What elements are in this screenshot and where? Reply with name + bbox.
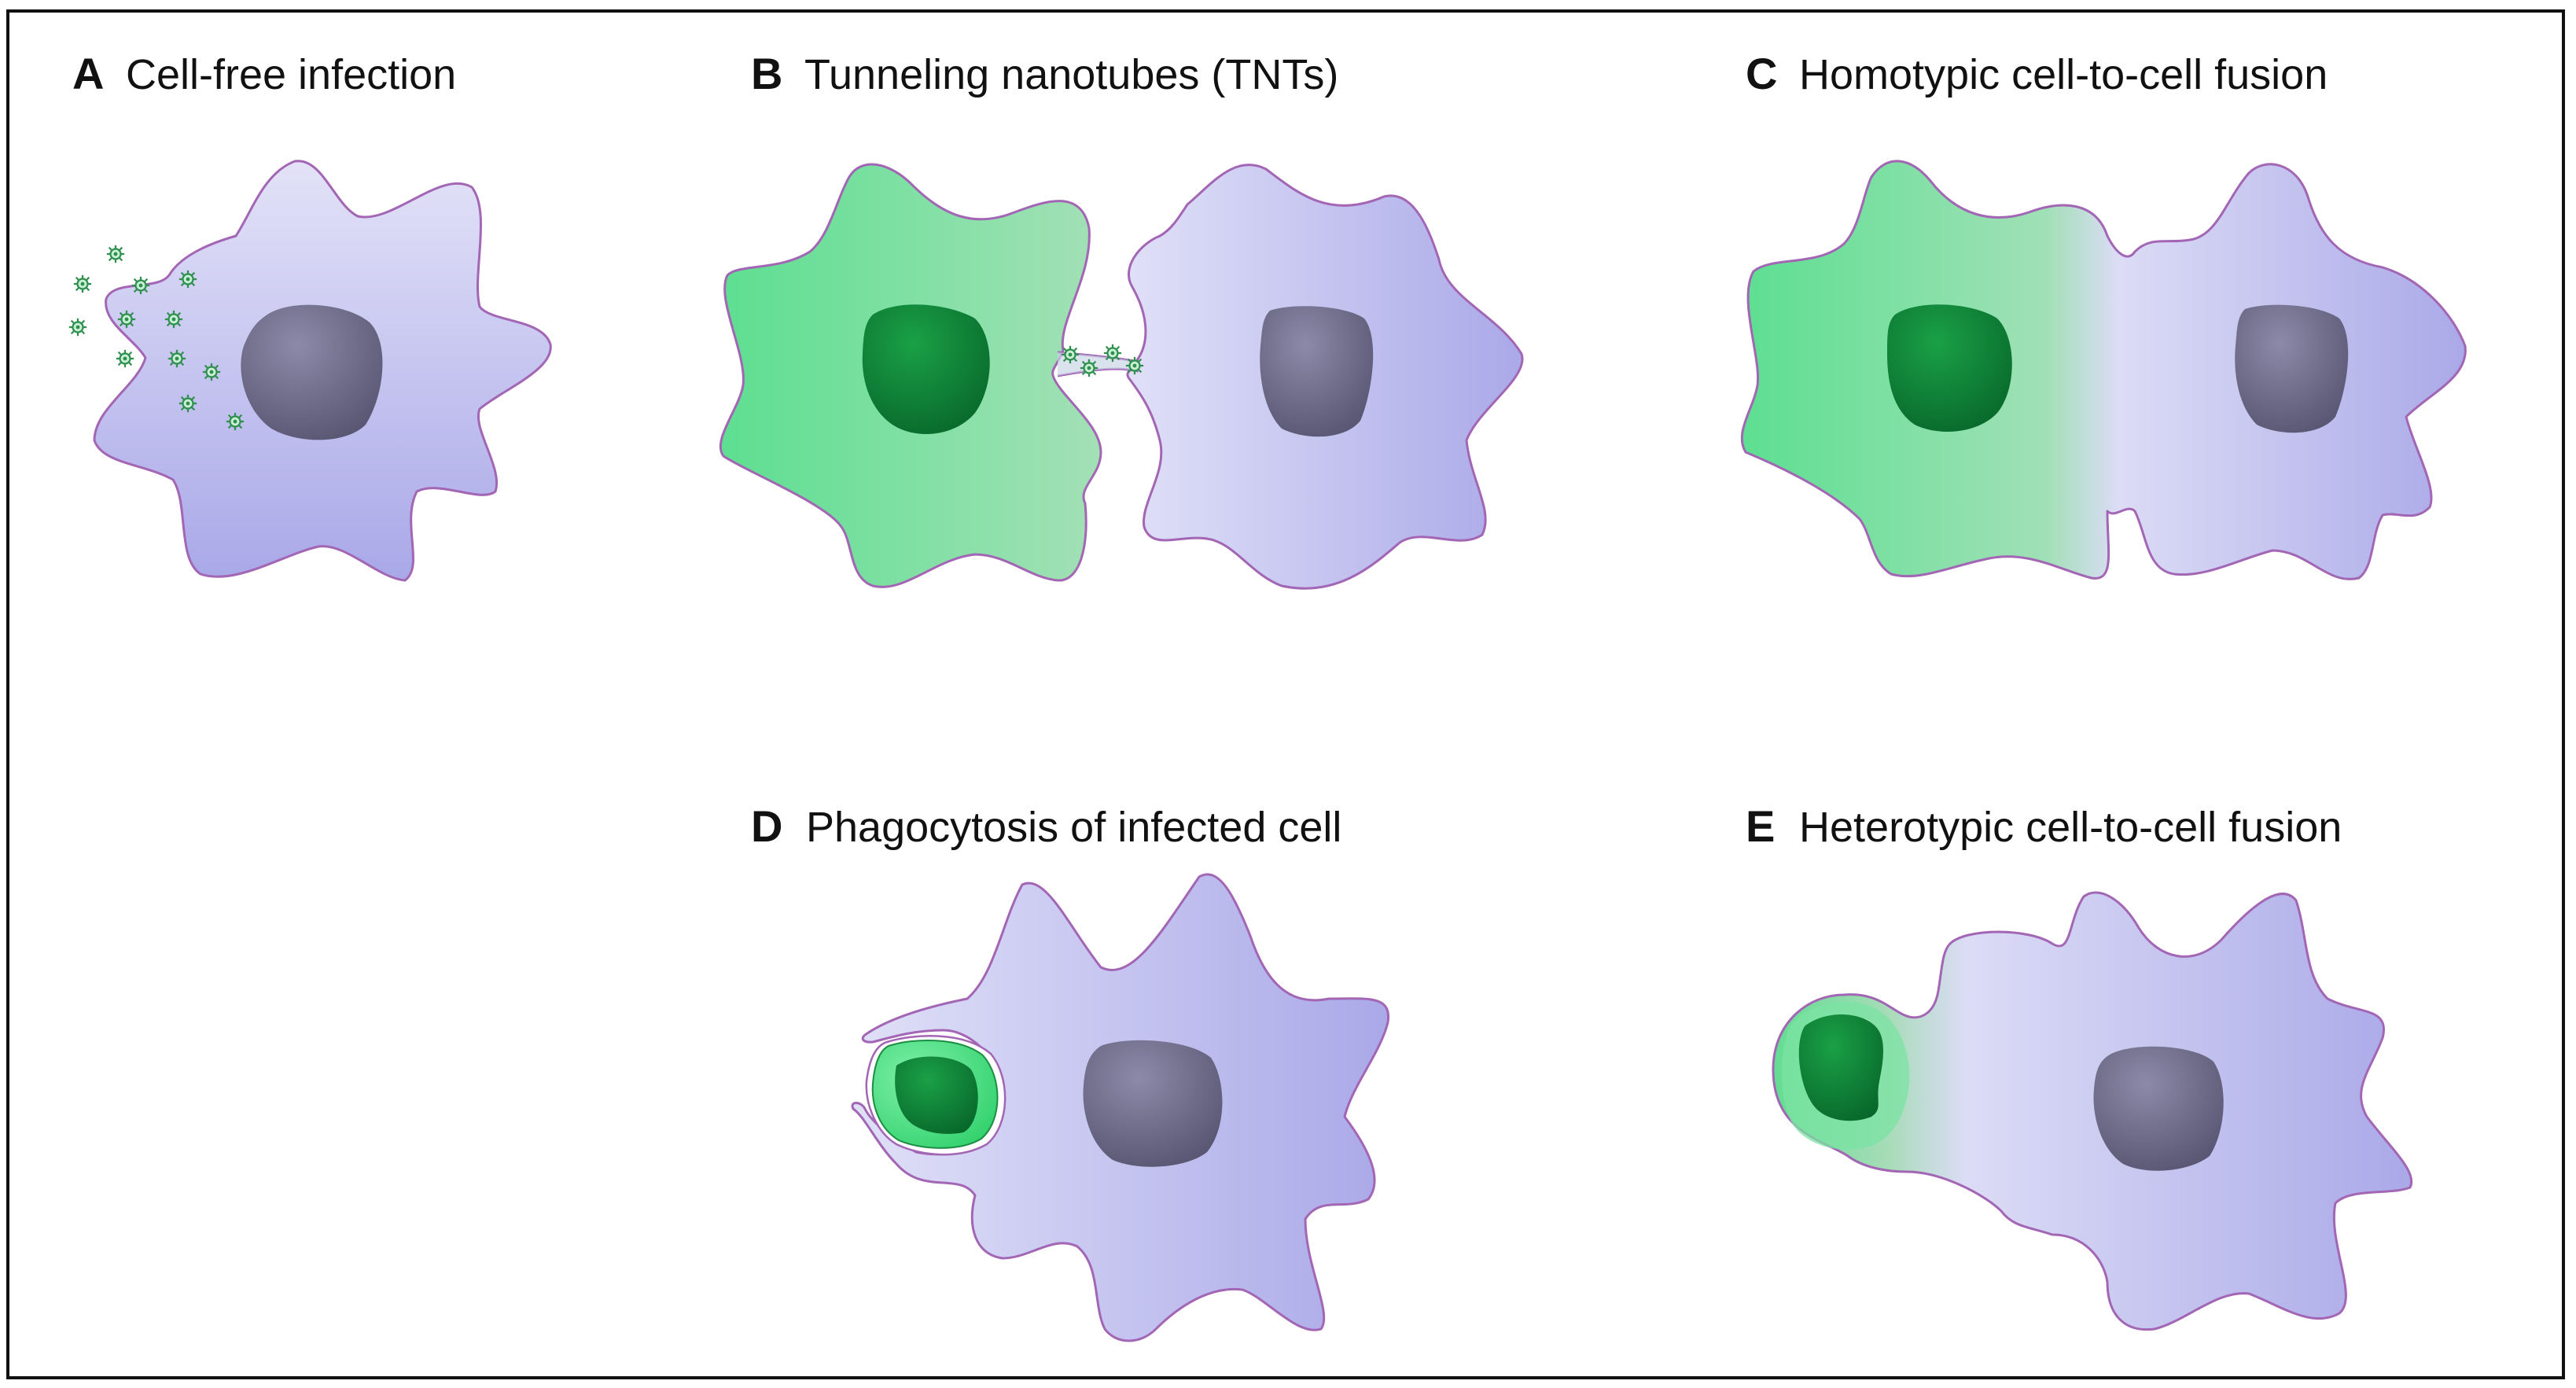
host-nucleus: [1083, 1040, 1223, 1167]
infected-nucleus: [1887, 304, 2012, 432]
panel-c-title: Homotypic cell-to-cell fusion: [1799, 51, 2328, 98]
panel-a-title: Cell-free infection: [126, 51, 456, 98]
heterotypic-fused-cell: [1772, 891, 2413, 1331]
panel-b: B Tunneling nanotubes (TNTs): [719, 49, 1524, 590]
engulfed-nucleus: [895, 1056, 978, 1134]
panel-a-letter: A: [72, 49, 104, 98]
panel-a: A Cell-free infection: [68, 49, 552, 582]
panel-d: D Phagocytosis of infected cell: [751, 801, 1390, 1342]
infected-nucleus: [862, 304, 990, 434]
host-nucleus: [1260, 306, 1374, 437]
infected-nucleus: [1798, 1014, 1883, 1121]
host-nucleus: [2235, 304, 2349, 433]
panel-e-letter: E: [1746, 801, 1775, 851]
homotypic-fused-cell: [1740, 160, 2467, 580]
panel-d-letter: D: [751, 801, 782, 851]
panel-c: C Homotypic cell-to-cell fusion: [1740, 49, 2467, 580]
host-nucleus: [2093, 1046, 2224, 1171]
nucleus: [241, 304, 383, 440]
panel-b-letter: B: [751, 49, 782, 98]
panel-e-title: Heterotypic cell-to-cell fusion: [1799, 804, 2342, 851]
panel-d-title: Phagocytosis of infected cell: [806, 804, 1341, 851]
panel-b-title: Tunneling nanotubes (TNTs): [804, 51, 1338, 98]
panel-c-letter: C: [1746, 49, 1777, 98]
panel-e: E Heterotypic cell-to-cell fusion: [1746, 801, 2413, 1331]
